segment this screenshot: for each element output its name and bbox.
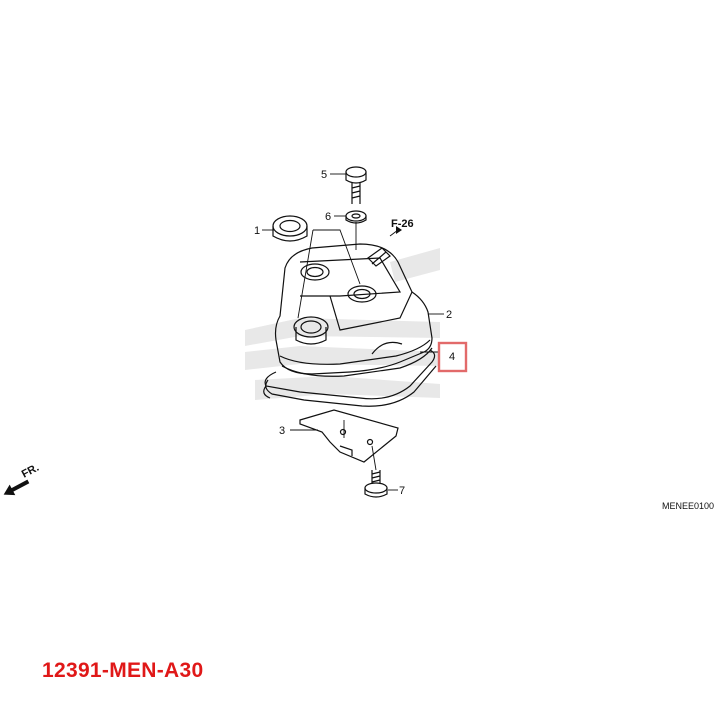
callout-1: 1 — [254, 225, 260, 237]
front-direction-arrow-icon — [3, 479, 30, 496]
leader-lines — [262, 173, 444, 491]
diagram-code: MENEE0100 — [662, 501, 714, 511]
plug-hole-grommet[interactable] — [272, 215, 308, 242]
highlight-box — [437, 341, 468, 373]
reference-label: F-26 — [391, 218, 414, 230]
part-number: 12391-MEN-A30 — [42, 659, 204, 682]
sealing-washer[interactable] — [345, 210, 367, 224]
callout-2: 2 — [446, 309, 452, 321]
callout-6: 6 — [325, 211, 331, 223]
head-cover-gasket[interactable] — [263, 349, 437, 407]
cylinder-head-cover[interactable] — [274, 243, 433, 377]
cover-bolt[interactable] — [345, 166, 367, 204]
flange-bolt[interactable] — [364, 470, 388, 498]
f26-arrow — [396, 226, 402, 234]
watermark-logo — [245, 248, 440, 400]
breather-plate[interactable] — [299, 409, 399, 463]
front-direction-label: FR. — [20, 462, 41, 481]
callout-4: 4 — [449, 351, 455, 363]
callout-3: 3 — [279, 425, 285, 437]
callout-7: 7 — [399, 485, 405, 497]
callout-5: 5 — [321, 169, 327, 181]
